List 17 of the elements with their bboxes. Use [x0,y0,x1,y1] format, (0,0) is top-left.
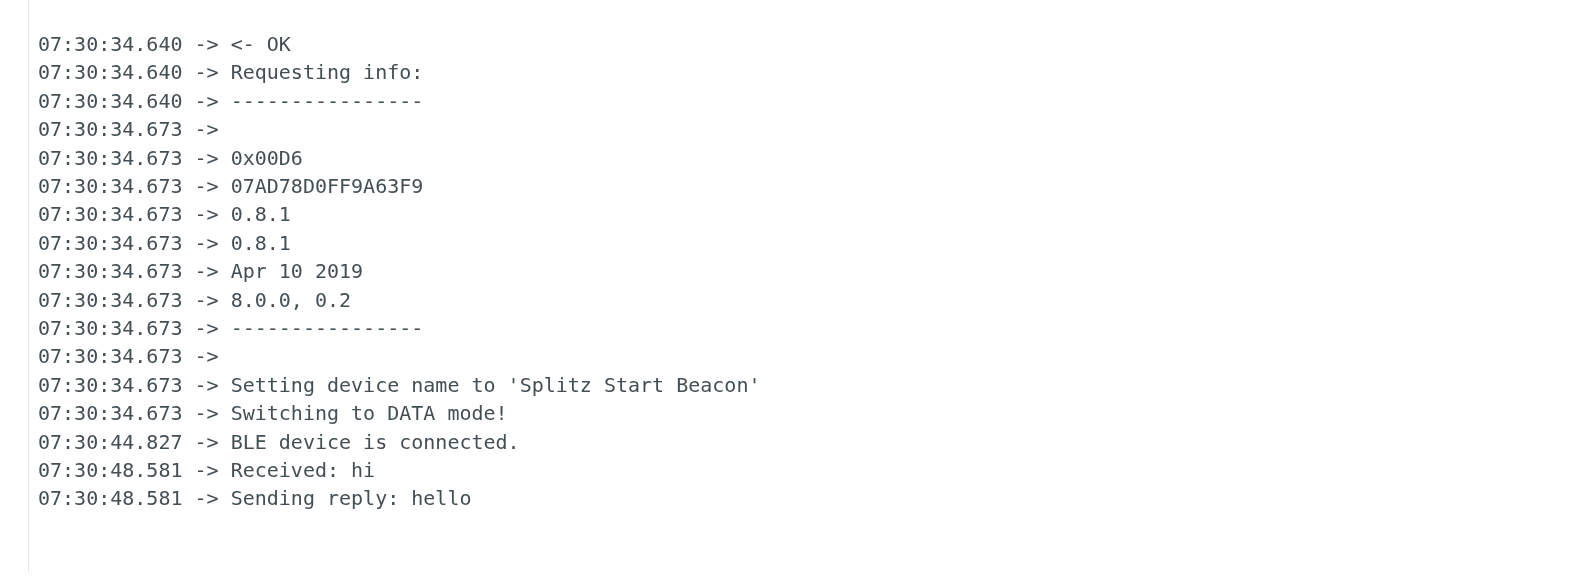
log-line: 07:30:34.673 -> 0.8.1 [38,230,291,255]
log-line: 07:30:34.640 -> <- OK [38,32,291,56]
log-line: 07:30:34.640 -> Requesting info: [38,60,424,85]
log-line: 07:30:44.827 -> BLE device is connected. [38,429,520,454]
log-line: 07:30:34.673 -> 0x00D6 [38,145,303,170]
log-line: 07:30:34.673 -> 8.0.0, 0.2 [38,287,352,312]
log-line: 07:30:34.673 -> 0.8.1 [38,202,291,227]
log-line: 07:30:48.581 -> Sending reply: hello [38,486,472,511]
log-line: 07:30:34.673 -> [38,344,219,369]
log-line: 07:30:34.640 -> ---------------- [38,88,424,113]
log-line: 07:30:34.673 -> 07AD78D0FF9A63F9 [38,174,424,198]
log-line: 07:30:34.673 -> Setting device name to 'Splitz Start Beacon' [38,372,761,397]
log-line: 07:30:34.673 -> Apr 10 2019 [38,259,364,284]
log-line: 07:30:34.673 -> Switching to DATA mode! [38,401,508,426]
log-line: 07:30:34.673 -> ---------------- [38,316,424,340]
log-line: 07:30:48.581 -> Received: hi [38,458,376,482]
log-line: 07:30:34.673 -> [38,117,219,142]
